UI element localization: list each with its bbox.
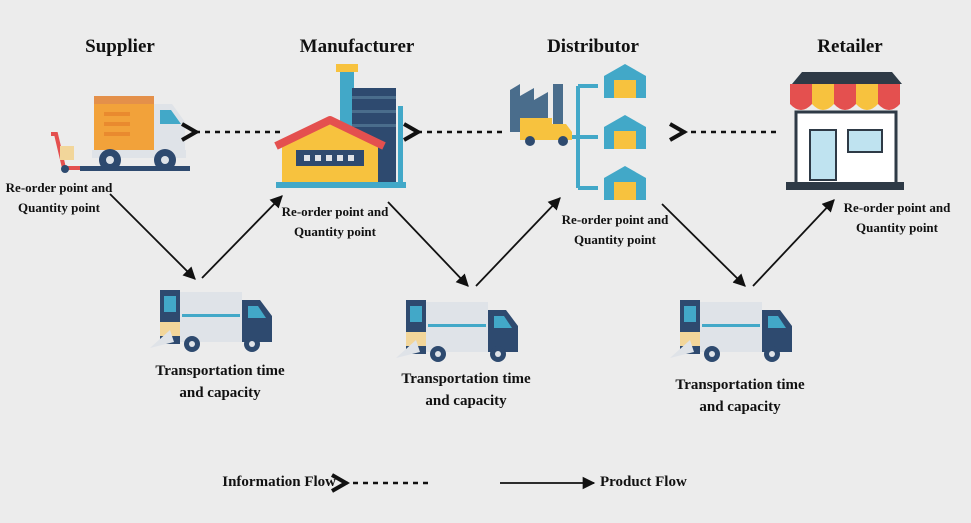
product-flow-arrows bbox=[109, 193, 835, 287]
manufacturer-title: Manufacturer bbox=[299, 36, 415, 57]
transport-line: and capacity bbox=[425, 393, 507, 409]
manufacturer-reorder-note: Re-order point and Quantity point bbox=[274, 202, 396, 242]
product-arrow-distributor-to-van3 bbox=[661, 203, 746, 287]
product-arrow-manufacturer-to-van2 bbox=[387, 201, 469, 287]
note-line: Re-order point and bbox=[843, 200, 951, 215]
note-line: Quantity point bbox=[294, 224, 376, 239]
transport-label-3: Transportation time and capacity bbox=[650, 374, 830, 418]
transport-line: Transportation time bbox=[155, 363, 285, 379]
retailer-title: Retailer bbox=[817, 36, 883, 57]
distributor-reorder-note: Re-order point and Quantity point bbox=[554, 210, 676, 250]
transport-line: and capacity bbox=[179, 385, 261, 401]
note-line: Quantity point bbox=[574, 232, 656, 247]
delivery-van-icon bbox=[396, 300, 518, 362]
delivery-van-icon bbox=[150, 290, 272, 352]
factory-icon bbox=[274, 64, 406, 188]
transport-line: and capacity bbox=[699, 399, 781, 415]
transport-label-1: Transportation time and capacity bbox=[130, 360, 310, 404]
legend-information-flow: Information Flow bbox=[222, 474, 336, 490]
note-line: Re-order point and bbox=[281, 204, 389, 219]
transport-line: Transportation time bbox=[401, 371, 531, 387]
product-arrow-van2-to-distributor bbox=[475, 197, 561, 287]
product-arrow-supplier-to-van1 bbox=[109, 193, 196, 280]
store-icon bbox=[786, 72, 904, 190]
delivery-van-icon bbox=[670, 300, 792, 362]
transport-line: Transportation time bbox=[675, 377, 805, 393]
note-line: Quantity point bbox=[18, 200, 100, 215]
distributor-title: Distributor bbox=[547, 36, 639, 57]
supplier-reorder-note: Re-order point and Quantity point bbox=[0, 178, 118, 218]
distribution-network-icon bbox=[510, 64, 646, 200]
product-arrow-van3-to-retailer bbox=[752, 199, 835, 287]
product-arrow-van1-to-manufacturer bbox=[201, 195, 283, 279]
note-line: Quantity point bbox=[856, 220, 938, 235]
supplier-title: Supplier bbox=[85, 36, 155, 57]
note-line: Re-order point and bbox=[561, 212, 669, 227]
retailer-reorder-note: Re-order point and Quantity point bbox=[836, 198, 958, 238]
transport-label-2: Transportation time and capacity bbox=[376, 368, 556, 412]
legend-product-flow: Product Flow bbox=[600, 474, 687, 490]
hand-truck-delivery-truck-icon bbox=[51, 96, 190, 173]
note-line: Re-order point and bbox=[5, 180, 113, 195]
